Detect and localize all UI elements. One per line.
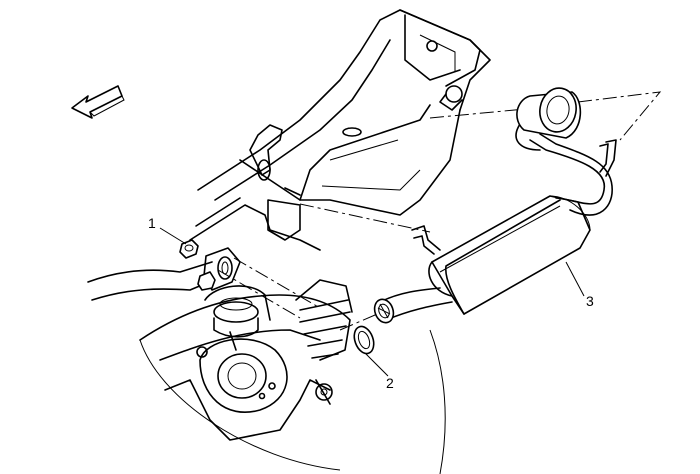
- intermediate-pipe: [87, 247, 241, 301]
- gasket: [353, 325, 375, 355]
- callout-1: 1: [148, 215, 156, 231]
- callout-3: 3: [586, 293, 594, 309]
- direction-arrow-icon: [71, 85, 125, 119]
- nut: [179, 239, 216, 291]
- rear-suspension: [139, 279, 446, 474]
- vehicle-frame: [189, 9, 491, 251]
- callout-2: 2: [386, 375, 394, 391]
- alignment-lines: [217, 91, 662, 331]
- leader-lines: [159, 227, 585, 377]
- muffler-assembly: [373, 87, 617, 324]
